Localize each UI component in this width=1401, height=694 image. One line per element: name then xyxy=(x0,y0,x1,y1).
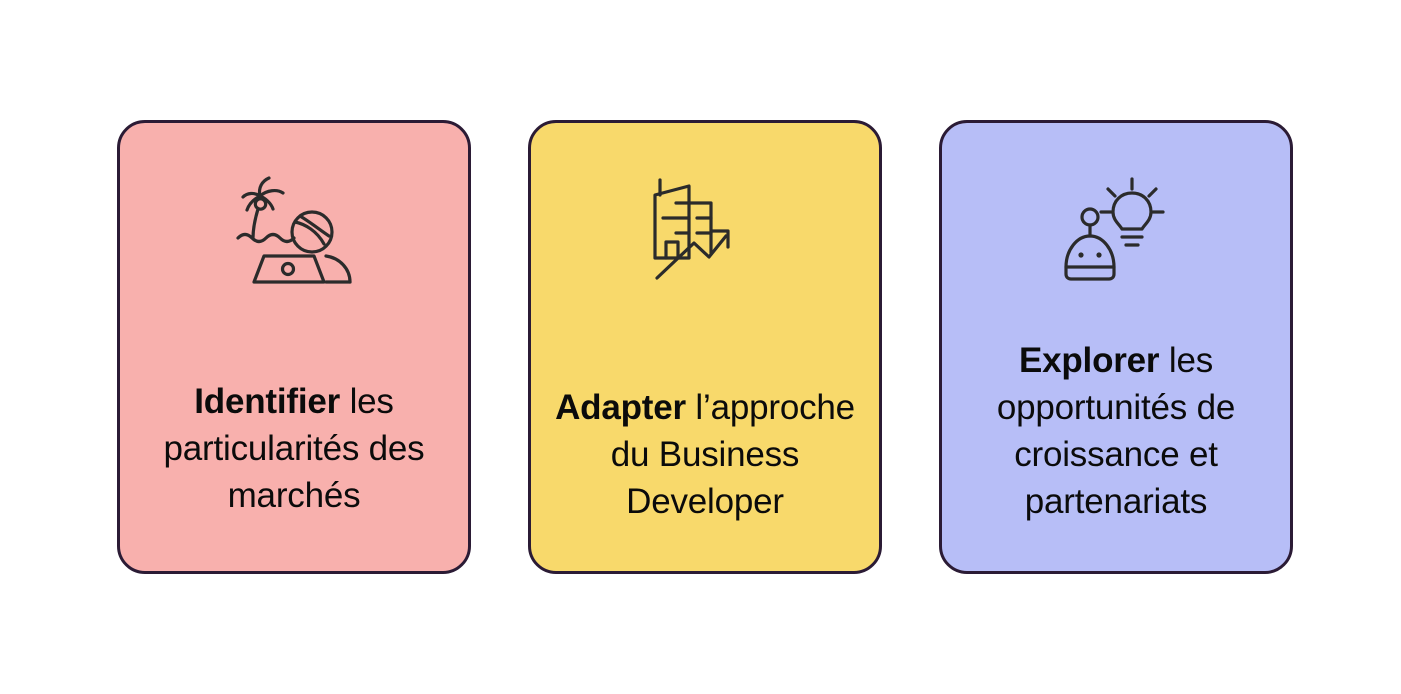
card-explorer-lead: Explorer xyxy=(1018,341,1160,380)
beach-laptop-icon xyxy=(120,171,468,289)
robot-lightbulb-icon xyxy=(942,171,1290,289)
card-deck: Identifier les particularités des marché… xyxy=(117,120,1293,574)
card-identifier[interactable]: Identifier les particularités des marché… xyxy=(117,120,471,574)
card-adapter-lead: Adapter xyxy=(555,388,686,427)
building-growth-chart-icon xyxy=(531,171,879,289)
card-adapter-rest: l’approche du Business Developer xyxy=(610,388,855,521)
card-explorer-text: Explorer les opportunités de croissance … xyxy=(956,337,1276,525)
card-identifier-lead: Identifier xyxy=(194,382,341,421)
card-adapter[interactable]: Adapter l’approche du Business Developer xyxy=(528,120,882,574)
card-identifier-text: Identifier les particularités des marché… xyxy=(134,378,454,519)
card-explorer-rest: les opportunités de croissance et parten… xyxy=(996,341,1236,521)
card-explorer[interactable]: Explorer les opportunités de croissance … xyxy=(939,120,1293,574)
card-identifier-rest: les particularités des marchés xyxy=(163,382,425,515)
card-adapter-text: Adapter l’approche du Business Developer xyxy=(545,384,865,525)
